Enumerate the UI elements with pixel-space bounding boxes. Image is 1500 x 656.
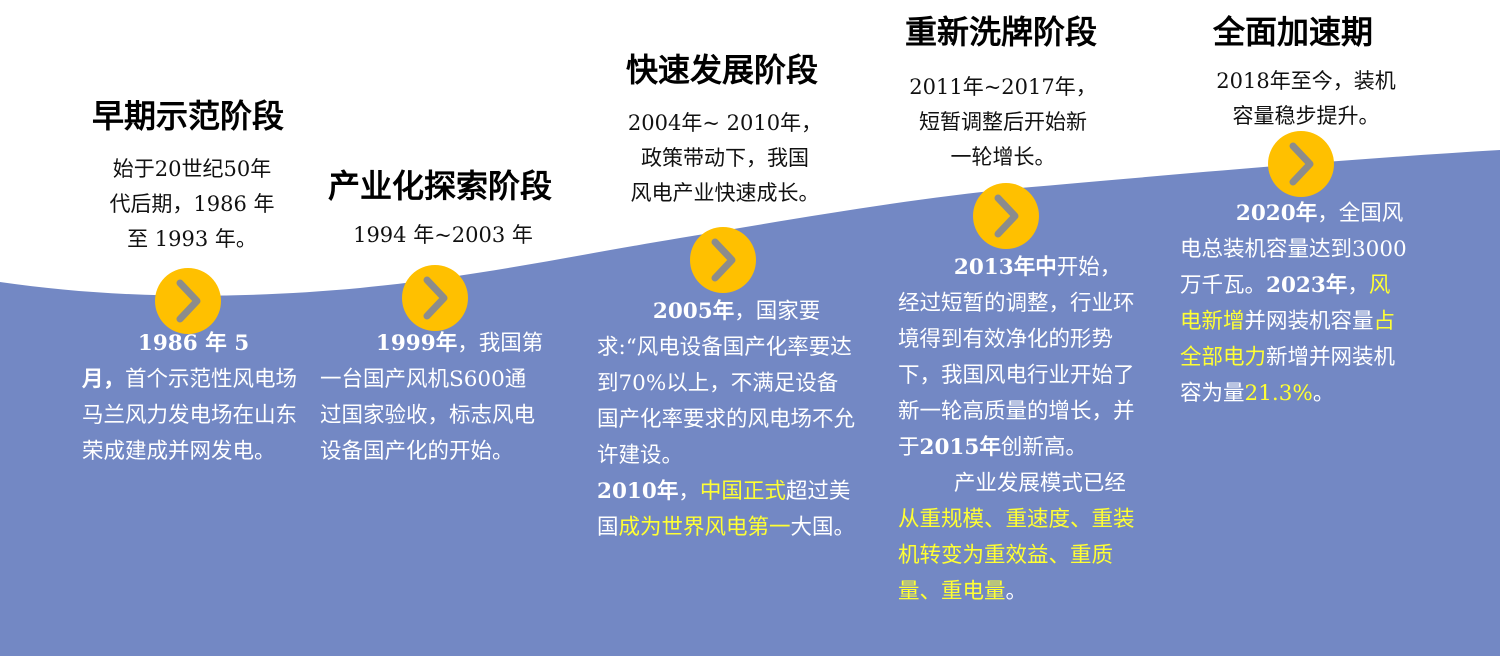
description-text: 2020年 — [1235, 201, 1318, 226]
description-text: ，全国风电总装机容量达到3000万千瓦。 — [1180, 201, 1407, 298]
description-text: 2015年 — [919, 435, 1001, 460]
description-text: 2013年中 — [953, 255, 1057, 280]
stage-description: 2020年，全国风电总装机容量达到3000万千瓦。2023年，风电新增并网装机容… — [1180, 196, 1408, 412]
description-text: 并网装机容量 — [1244, 309, 1374, 334]
period-line: 始于20世纪50年 — [112, 157, 272, 181]
stage-title: 重新洗牌阶段 — [905, 13, 1098, 51]
description-text: 开始，经过短暂的调整，行业环境得到有效净化的形势下，我国风电行业开始了新一轮高质… — [898, 255, 1135, 460]
stage-period: 2004年~ 2010年， 政策带动下，我国 风电产业快速成长。 — [610, 106, 840, 211]
stage-period: 始于20世纪50年 代后期，1986 年 至 1993 年。 — [92, 152, 292, 257]
timeline-marker — [690, 227, 756, 293]
chevron-right-icon — [711, 238, 736, 282]
period-line: 2011年~2017年， — [909, 75, 1097, 99]
highlighted-text: 从重规模、重速度、重装机转变为重效益、重质量、重电量 — [898, 507, 1135, 604]
highlighted-text: 成为世界风电第一 — [618, 515, 791, 540]
description-text: ，国家要求:“风电设备国产化率要达到70%以上，不满足设备国产化率要求的风电场不… — [597, 299, 856, 468]
chevron-right-icon — [423, 276, 448, 320]
period-line: 1994 年~2003 年 — [353, 223, 533, 247]
stage-period: 1994 年~2003 年 — [328, 218, 558, 253]
stage-description: 1986 年 5 月，首个示范性风电场马兰风力发电场在山东荣成建成并网发电。 — [82, 326, 298, 470]
chevron-right-icon — [176, 279, 201, 323]
period-line: 风电产业快速成长。 — [630, 181, 820, 205]
highlighted-text: 风电新增 — [1180, 273, 1391, 334]
description-text: 产业发展模式已经 — [953, 471, 1126, 496]
description-text: 2005年 — [652, 299, 735, 324]
description-text: ， — [678, 479, 700, 504]
description-text: 1986 年 5 月， — [82, 331, 250, 392]
timeline-marker — [402, 265, 468, 331]
description-text: 。 — [1005, 579, 1028, 604]
timeline-marker — [973, 183, 1039, 249]
highlighted-text: 中国正式 — [699, 479, 786, 504]
stage-period: 2011年~2017年， 短暂调整后开始新 一轮增长。 — [893, 70, 1113, 175]
description-text: ，我国第一台国产风机S600通过国家验收，标志风电设备国产化的开始。 — [320, 331, 544, 464]
stage-title: 产业化探索阶段 — [328, 167, 553, 205]
highlighted-text: 占全部电力 — [1180, 309, 1396, 370]
description-text: 。 — [1312, 381, 1335, 406]
description-text: 首个示范性风电场马兰风力发电场在山东荣成建成并网发电。 — [82, 367, 298, 464]
description-text: 创新高。 — [1000, 435, 1087, 460]
description-text: 新增并网装机容为量 — [1180, 345, 1396, 406]
description-text: 2010年 — [597, 479, 679, 504]
timeline-marker — [155, 268, 221, 334]
period-line: 至 1993 年。 — [127, 227, 257, 251]
description-text: 2023年 — [1266, 273, 1348, 298]
stage-title: 快速发展阶段 — [626, 51, 819, 89]
chevron-right-icon — [994, 194, 1019, 238]
stage-description: 2005年，国家要求:“风电设备国产化率要达到70%以上，不满足设备国产化率要求… — [597, 294, 859, 546]
period-line: 2004年~ 2010年， — [627, 111, 823, 135]
period-line: 短暂调整后开始新 — [919, 110, 1087, 134]
stage-title: 早期示范阶段 — [92, 97, 285, 135]
period-line: 2018年至今，装机 — [1216, 69, 1396, 93]
highlighted-text: 21.3% — [1244, 381, 1313, 406]
chevron-right-icon — [1289, 142, 1314, 186]
description-text: ， — [1347, 273, 1369, 298]
period-line: 一轮增长。 — [950, 145, 1056, 169]
period-line: 容量稳步提升。 — [1232, 104, 1380, 128]
period-line: 代后期，1986 年 — [109, 192, 275, 216]
wave-shape — [0, 150, 1500, 656]
stage-description: 2013年中开始，经过短暂的调整，行业环境得到有效净化的形势下，我国风电行业开始… — [898, 250, 1138, 610]
timeline-marker — [1268, 131, 1334, 197]
description-text: 超过美国 — [597, 479, 851, 540]
description-text: 1999年 — [375, 331, 458, 356]
period-line: 政策带动下，我国 — [641, 146, 809, 170]
description-text: 大国。 — [790, 515, 856, 540]
stage-title: 全面加速期 — [1213, 13, 1374, 51]
stage-period: 2018年至今，装机 容量稳步提升。 — [1196, 64, 1416, 134]
stage-description: 1999年，我国第一台国产风机S600通过国家验收，标志风电设备国产化的开始。 — [320, 326, 546, 470]
